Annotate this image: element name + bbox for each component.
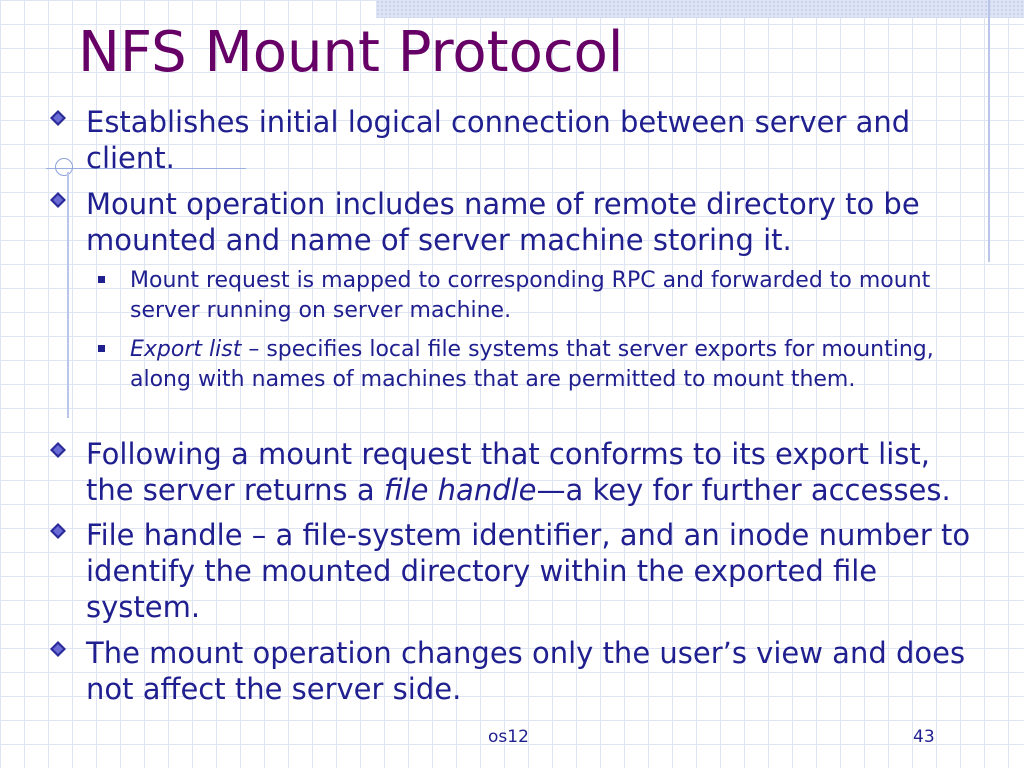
diamond-bullet-icon — [50, 442, 66, 458]
bullet-text-after: —a key for further accesses. — [536, 473, 951, 507]
diamond-bullet-icon — [50, 192, 66, 208]
subbullet-text: Export list – specifies local file syste… — [130, 335, 968, 395]
diamond-bullet-icon — [50, 523, 66, 539]
bullet-text-before: Following a mount request that conforms … — [86, 437, 930, 507]
left-decor-hline — [46, 168, 246, 169]
left-decor-vline — [67, 172, 69, 418]
diamond-bullet-icon — [50, 641, 66, 657]
diamond-bullet-icon — [50, 110, 66, 126]
export-list-term: Export list — [130, 337, 242, 362]
decor-circle-icon — [55, 158, 73, 176]
top-decor-band — [376, 0, 1024, 18]
bullet-item: Establishes initial logical connection b… — [50, 104, 980, 176]
bullet-item: Following a mount request that conforms … — [50, 436, 980, 508]
bullet-item: The mount operation changes only the use… — [50, 635, 980, 707]
slide-number: 43 — [913, 727, 935, 747]
bullet-text: The mount operation changes only the use… — [86, 636, 966, 706]
right-decor-line — [988, 0, 990, 262]
bullet-text: Following a mount request that conforms … — [86, 436, 980, 508]
bullet-item: Mount operation includes name of remote … — [50, 186, 980, 258]
square-bullet-icon — [98, 345, 105, 352]
export-list-desc: – specifies local file systems that serv… — [130, 337, 934, 392]
file-handle-term: file handle — [383, 473, 537, 507]
subbullet-item: Export list – specifies local file syste… — [98, 335, 968, 395]
subbullet-text: Mount request is mapped to corresponding… — [130, 268, 931, 323]
slide-title: NFS Mount Protocol — [78, 20, 624, 85]
subbullet-item: Mount request is mapped to corresponding… — [98, 266, 968, 326]
bullet-text: Establishes initial logical connection b… — [86, 105, 911, 175]
bullet-text: File handle – a file-system identifier, … — [86, 518, 971, 624]
bullet-item: File handle – a file-system identifier, … — [50, 517, 980, 625]
square-bullet-icon — [98, 276, 105, 283]
footer-label: os12 — [488, 727, 529, 747]
bullet-text: Mount operation includes name of remote … — [86, 187, 920, 257]
